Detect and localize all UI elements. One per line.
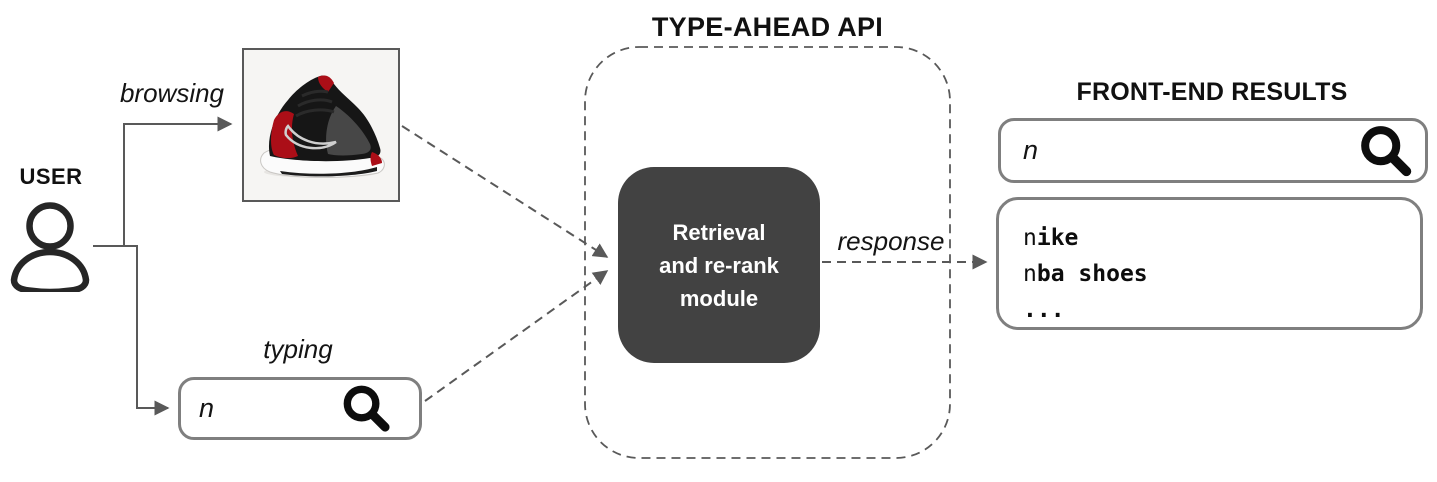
search-icon: [1355, 121, 1415, 181]
suggestion-item: nike: [1023, 220, 1410, 256]
suggestion-completion: ba shoes: [1036, 261, 1148, 287]
response-edge-label: response: [837, 226, 945, 256]
module-text-line: Retrieval: [672, 219, 766, 245]
suggestion-completion: ...: [1023, 297, 1065, 323]
search-icon: [338, 381, 393, 436]
suggestion-typed-prefix: n: [1023, 261, 1037, 287]
suggestion-item: nba shoes: [1023, 256, 1410, 292]
browsing-edge-label: browsing: [119, 78, 225, 108]
front-end-search-box: n: [998, 118, 1428, 183]
text-query-arrow: [424, 270, 609, 402]
suggestion-typed-prefix: n: [1023, 225, 1037, 251]
typing-edge-label: typing: [263, 334, 333, 364]
image-query-arrow: [401, 125, 609, 258]
browsed-product-image: [242, 48, 400, 202]
type-ahead-api-title: TYPE-AHEAD API: [651, 12, 884, 42]
typing-search-box: n: [178, 377, 422, 440]
module-text-line: module: [679, 285, 759, 311]
search-query-text: n: [1023, 135, 1039, 165]
typing-arrow: [136, 245, 170, 416]
suggestion-completion: ike: [1036, 225, 1079, 251]
suggestion-item: ...: [1023, 292, 1410, 328]
suggestions-list: nike nba shoes ...: [996, 197, 1423, 330]
retrieval-rerank-module: Retrieval and re-rank module: [618, 167, 820, 363]
module-text-line: and re-rank: [659, 252, 779, 278]
front-end-results-title: FRONT-END RESULTS: [1076, 78, 1348, 106]
typed-query-text: n: [199, 393, 215, 423]
browsing-arrow: [123, 116, 233, 246]
user-icon: [8, 200, 92, 296]
sneaker-image: [244, 50, 398, 200]
user-label: USER: [19, 164, 83, 189]
